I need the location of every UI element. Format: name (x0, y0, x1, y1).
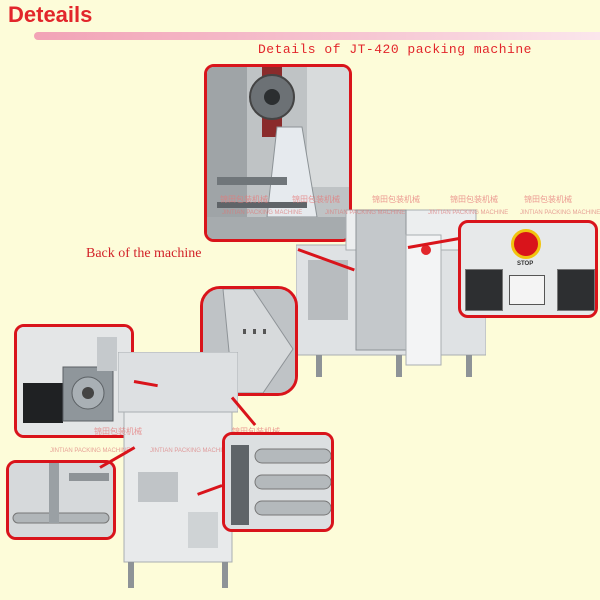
watermark-cn: 锦田包装机械 (232, 426, 280, 437)
machine-back-illustration (117, 351, 239, 588)
machine-main-unit (295, 190, 487, 385)
watermark-en: JINTIAN PACKING MACHINE (520, 210, 600, 216)
blade-illustration (203, 289, 295, 393)
cutting-blade-photo (200, 286, 298, 396)
warning-label-icon (509, 275, 545, 305)
machine-illustration (295, 209, 487, 377)
back-of-machine-caption: Back of the machine (86, 246, 202, 261)
watermark-cn: 锦田包装机械 (292, 195, 340, 204)
watermark-cn: 锦田包装机械 (450, 195, 498, 204)
header-divider (34, 32, 600, 40)
watermark-en: JINTIAN PACKING MACHINE (150, 448, 231, 454)
motor-gearbox-photo (14, 324, 134, 438)
watermark-cn: 锦田包装机械 (220, 195, 268, 204)
forming-tube-illustration (207, 67, 349, 239)
page-subtitle: Details of JT-420 packing machine (258, 42, 532, 57)
film-arm-photo (6, 460, 116, 540)
page-title: Deteails (8, 2, 93, 27)
stop-button-icon (511, 229, 541, 259)
temperature-controller-left (465, 269, 503, 311)
film-arm-illustration (9, 463, 113, 537)
motor-illustration (17, 327, 131, 435)
control-panel-photo: STOP (458, 220, 598, 318)
watermark-cn: 锦田包装机械 (372, 195, 420, 204)
forming-tube-photo (204, 64, 352, 242)
temperature-controller-right (557, 269, 595, 311)
watermark-en: JINTIAN PACKING MACHINE (428, 210, 509, 216)
watermark-en: JINTIAN PACKING MACHINE (325, 210, 406, 216)
machine-back-unit (117, 351, 239, 592)
watermark-cn: 锦田包装机械 (524, 195, 572, 204)
watermark-en: JINTIAN PACKING MACHINE (50, 448, 131, 454)
rollers-illustration (225, 435, 331, 529)
watermark-en: JINTIAN PACKING MACHINE (222, 210, 303, 216)
stop-label: STOP (517, 261, 534, 267)
rollers-photo (222, 432, 334, 532)
watermark-cn: 锦田包装机械 (94, 427, 142, 436)
